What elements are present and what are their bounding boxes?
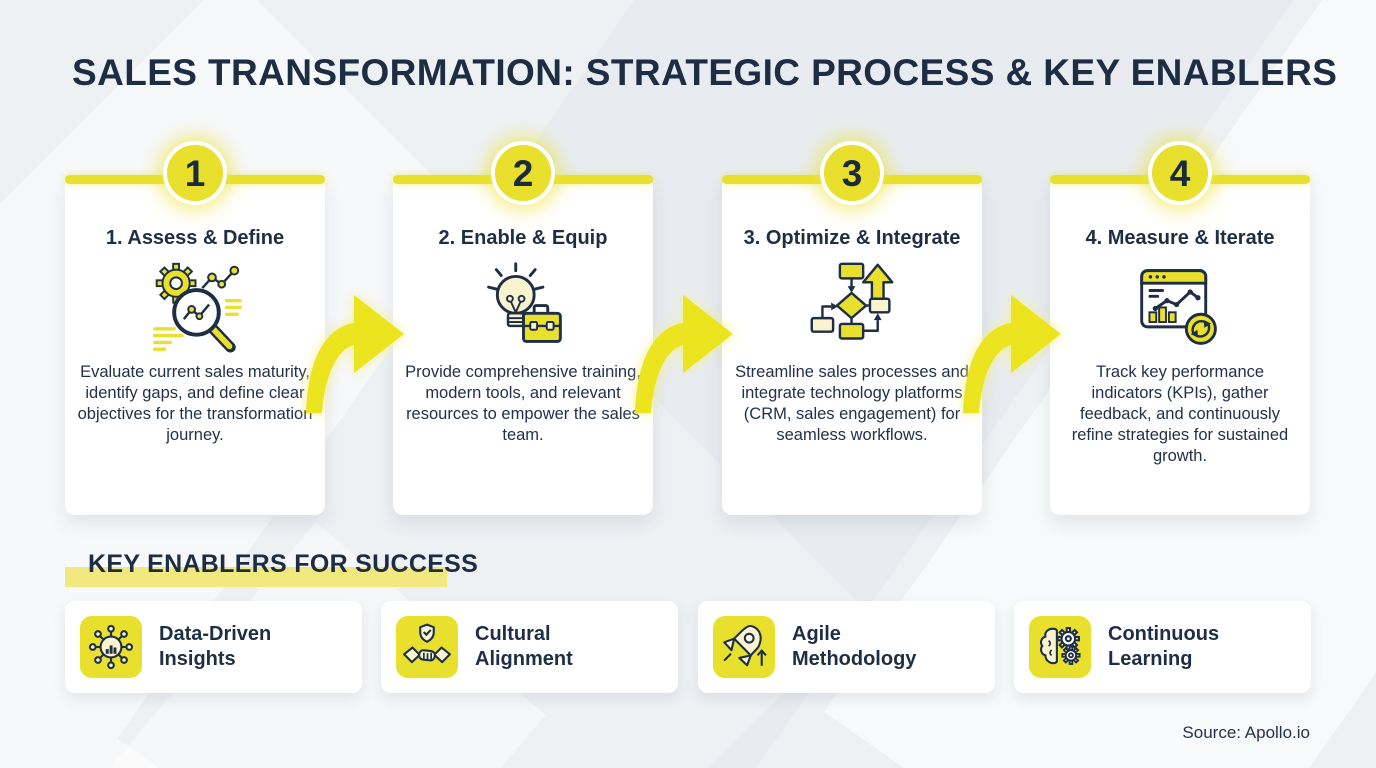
flow-arrow-icon: [635, 295, 733, 413]
step-number: 2: [512, 152, 534, 194]
enabler-label: Continuous Learning: [1108, 623, 1220, 670]
page-title: SALES TRANSFORMATION: STRATEGIC PROCESS …: [72, 52, 1338, 93]
network-data-icon: [80, 616, 142, 678]
step-number: 1: [184, 152, 206, 194]
flow-arrow-icon: [963, 295, 1061, 413]
flowchart-process-icon: [722, 258, 982, 358]
enabler-label: Agile Methodology: [792, 623, 917, 670]
step-card-optimize-integrate: 3 3. Optimize & Integrate: [722, 141, 982, 515]
step-number: 4: [1169, 152, 1191, 194]
heading-highlight: [65, 567, 447, 587]
step-title: 2. Enable & Equip: [438, 227, 608, 249]
dashboard-refresh-icon: [1050, 258, 1310, 358]
step-title: 3. Optimize & Integrate: [743, 227, 961, 249]
step-card-measure-iterate: 4 4. Measure & Iterate: [1050, 141, 1310, 515]
enablers-heading-wrap: KEY ENABLERS FOR SUCCESS: [65, 550, 479, 587]
step-description: Streamline sales processes and integrate…: [735, 363, 969, 444]
gear-magnifier-analysis-icon: [65, 258, 325, 358]
enabler-label: Cultural Alignment: [475, 623, 573, 670]
step-number-badge: 3: [820, 141, 884, 205]
handshake-shield-icon: [396, 616, 458, 678]
step-number: 3: [841, 152, 863, 194]
enabler-card-data-driven-insights: Data-Driven Insights: [65, 601, 362, 693]
flow-arrow-icon: [306, 295, 404, 413]
enabler-card-continuous-learning: Continuous Learning: [1014, 601, 1311, 693]
enabler-label: Data-Driven Insights: [159, 623, 272, 670]
step-description: Evaluate current sales maturity, identif…: [77, 363, 313, 444]
step-number-badge: 1: [163, 141, 227, 205]
rocket-icon: [713, 616, 775, 678]
step-card-assess-define: 1 1. Assess & Define: [65, 141, 325, 515]
step-title: 1. Assess & Define: [105, 227, 285, 249]
step-title: 4. Measure & Iterate: [1085, 227, 1275, 249]
enablers-heading: KEY ENABLERS FOR SUCCESS: [88, 550, 479, 578]
enabler-card-agile-methodology: Agile Methodology: [698, 601, 995, 693]
lightbulb-briefcase-icon: [393, 258, 653, 358]
step-number-badge: 4: [1148, 141, 1212, 205]
enabler-card-cultural-alignment: Cultural Alignment: [381, 601, 678, 693]
step-description: Track key performance indicators (KPIs),…: [1071, 363, 1289, 465]
step-description: Provide comprehensive training, modern t…: [405, 363, 641, 444]
step-card-enable-equip: 2 2. Enable & Equip: [393, 141, 653, 515]
brain-gears-icon: [1029, 616, 1091, 678]
step-number-badge: 2: [491, 141, 555, 205]
source-attribution: Source: Apollo.io: [1182, 723, 1310, 742]
